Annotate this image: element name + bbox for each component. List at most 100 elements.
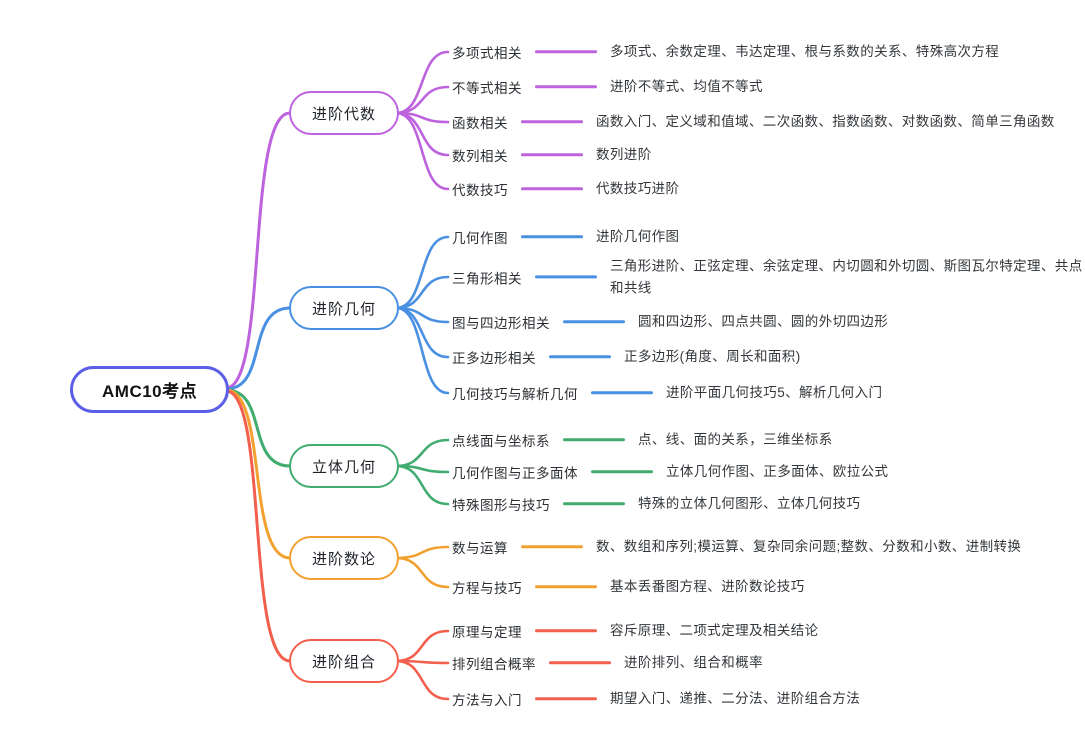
root-branch-curve <box>224 111 292 390</box>
connector-line <box>591 470 653 474</box>
leaf-text[interactable]: 立体几何作图、正多面体、欧拉公式 <box>666 464 889 480</box>
child-row: 点线面与坐标系 点、线、面的关系，三维坐标系 <box>452 429 833 451</box>
branch-child-curve <box>394 85 450 115</box>
leaf-text[interactable]: 基本丢番图方程、进阶数论技巧 <box>610 579 805 595</box>
child-row: 函数相关 函数入门、定义域和值域、二次函数、指数函数、对数函数、简单三角函数 <box>452 111 1055 133</box>
branch-node-advanced-algebra[interactable]: 进阶代数 <box>289 91 400 135</box>
leaf-text[interactable]: 点、线、面的关系，三维坐标系 <box>638 432 833 448</box>
child-row: 代数技巧 代数技巧进阶 <box>452 178 679 200</box>
subtopic-label[interactable]: 点线面与坐标系 <box>452 434 550 449</box>
child-row: 特殊图形与技巧 特殊的立体几何图形、立体几何技巧 <box>452 493 860 515</box>
branch-child-curve <box>394 50 450 115</box>
branch-child-curve <box>394 464 450 506</box>
branch-node-advanced-number-theory[interactable]: 进阶数论 <box>289 536 400 580</box>
leaf-text[interactable]: 进阶平面几何技巧5、解析几何入门 <box>666 385 883 401</box>
subtopic-label[interactable]: 特殊图形与技巧 <box>452 498 550 513</box>
branch-child-curve <box>394 275 450 310</box>
connector-line <box>521 120 583 124</box>
child-row: 几何作图 进阶几何作图 <box>452 226 679 248</box>
branch-child-curve <box>394 111 450 124</box>
leaf-text[interactable]: 进阶不等式、均值不等式 <box>610 79 763 95</box>
root-branch-curve <box>224 389 292 663</box>
connector-line <box>549 661 611 665</box>
subtopic-label[interactable]: 原理与定理 <box>452 625 522 640</box>
leaf-text[interactable]: 三角形进阶、正弦定理、余弦定理、内切圆和外切圆、斯图瓦尔特定理、共点和共线 <box>610 258 1083 295</box>
leaf-text[interactable]: 期望入门、递推、二分法、进阶组合方法 <box>610 691 861 707</box>
child-row: 原理与定理 容斥原理、二项式定理及相关结论 <box>452 620 819 642</box>
subtopic-label[interactable]: 方法与入门 <box>452 693 522 708</box>
branch-child-curve <box>394 306 450 324</box>
subtopic-label[interactable]: 数与运算 <box>452 541 508 556</box>
connector-line <box>549 355 611 359</box>
child-row: 几何作图与正多面体 立体几何作图、正多面体、欧拉公式 <box>452 461 888 483</box>
subtopic-label[interactable]: 多项式相关 <box>452 46 522 61</box>
child-row: 多项式相关 多项式、余数定理、韦达定理、根与系数的关系、特殊高次方程 <box>452 41 999 63</box>
subtopic-label[interactable]: 几何作图 <box>452 231 508 246</box>
child-row: 几何技巧与解析几何 进阶平面几何技巧5、解析几何入门 <box>452 382 882 404</box>
leaf-text[interactable]: 进阶几何作图 <box>596 229 680 245</box>
connector-line <box>521 153 583 157</box>
branch-child-curve <box>394 111 450 157</box>
subtopic-label[interactable]: 数列相关 <box>452 149 508 164</box>
leaf-text[interactable]: 圆和四边形、四点共圆、圆的外切四边形 <box>638 314 889 330</box>
root-node[interactable]: AMC10考点 <box>70 366 230 413</box>
subtopic-label[interactable]: 函数相关 <box>452 116 508 131</box>
connector-line <box>521 545 583 549</box>
branch-child-curve <box>394 306 450 395</box>
connector-line <box>521 235 583 239</box>
child-row: 三角形相关 三角形进阶、正弦定理、余弦定理、内切圆和外切圆、斯图瓦尔特定理、共点… <box>452 255 1085 298</box>
root-branch-curve <box>224 388 292 560</box>
subtopic-label[interactable]: 正多边形相关 <box>452 351 536 366</box>
leaf-text[interactable]: 正多边形(角度、周长和面积) <box>624 349 801 365</box>
connector-line <box>563 438 625 442</box>
child-row: 正多边形相关 正多边形(角度、周长和面积) <box>452 346 801 368</box>
leaf-text[interactable]: 进阶排列、组合和概率 <box>624 655 763 671</box>
child-row: 不等式相关 进阶不等式、均值不等式 <box>452 76 763 98</box>
root-branch-curve <box>224 306 292 391</box>
branch-child-curve <box>394 659 450 701</box>
leaf-text[interactable]: 多项式、余数定理、韦达定理、根与系数的关系、特殊高次方程 <box>610 44 1000 60</box>
leaf-text[interactable]: 代数技巧进阶 <box>596 181 680 197</box>
branch-child-curve <box>394 111 450 191</box>
child-row: 图与四边形相关 圆和四边形、四点共圆、圆的外切四边形 <box>452 311 888 333</box>
subtopic-label[interactable]: 几何作图与正多面体 <box>452 466 578 481</box>
branch-child-curve <box>394 438 450 468</box>
connector-line <box>535 85 597 89</box>
subtopic-label[interactable]: 三角形相关 <box>452 271 522 286</box>
branch-child-curve <box>394 235 450 310</box>
connector-line <box>563 502 625 506</box>
child-row: 排列组合概率 进阶排列、组合和概率 <box>452 652 763 674</box>
branch-child-curve <box>394 629 450 663</box>
branch-node-advanced-geometry[interactable]: 进阶几何 <box>289 286 400 330</box>
leaf-text[interactable]: 数列进阶 <box>596 147 652 163</box>
branch-child-curve <box>394 545 450 560</box>
branch-node-advanced-combinatorics[interactable]: 进阶组合 <box>289 639 400 683</box>
leaf-text[interactable]: 特殊的立体几何图形、立体几何技巧 <box>638 496 861 512</box>
connector-line <box>535 50 597 54</box>
connector-line <box>591 391 653 395</box>
connector-line <box>521 187 583 191</box>
leaf-text[interactable]: 容斥原理、二项式定理及相关结论 <box>610 623 819 639</box>
connector-line <box>535 697 597 701</box>
connector-line <box>535 585 597 589</box>
subtopic-label[interactable]: 排列组合概率 <box>452 657 536 672</box>
leaf-text[interactable]: 数、数组和序列;模运算、复杂同余问题;整数、分数和小数、进制转换 <box>596 539 1022 555</box>
subtopic-label[interactable]: 方程与技巧 <box>452 581 522 596</box>
branch-child-curve <box>394 659 450 665</box>
root-branch-curve <box>224 388 292 468</box>
branch-child-curve <box>394 556 450 589</box>
connector-line <box>535 629 597 633</box>
connector-line <box>563 320 625 324</box>
subtopic-label[interactable]: 不等式相关 <box>452 81 522 96</box>
branch-node-solid-geometry[interactable]: 立体几何 <box>289 444 400 488</box>
leaf-text[interactable]: 函数入门、定义域和值域、二次函数、指数函数、对数函数、简单三角函数 <box>596 114 1055 130</box>
child-row: 方法与入门 期望入门、递推、二分法、进阶组合方法 <box>452 688 860 710</box>
child-row: 数与运算 数、数组和序列;模运算、复杂同余问题;整数、分数和小数、进制转换 <box>452 536 1021 558</box>
child-row: 方程与技巧 基本丢番图方程、进阶数论技巧 <box>452 576 805 598</box>
branch-child-curve <box>394 306 450 359</box>
child-row: 数列相关 数列进阶 <box>452 144 652 166</box>
subtopic-label[interactable]: 代数技巧 <box>452 183 508 198</box>
connector-line <box>535 275 597 279</box>
subtopic-label[interactable]: 图与四边形相关 <box>452 316 550 331</box>
subtopic-label[interactable]: 几何技巧与解析几何 <box>452 387 578 402</box>
